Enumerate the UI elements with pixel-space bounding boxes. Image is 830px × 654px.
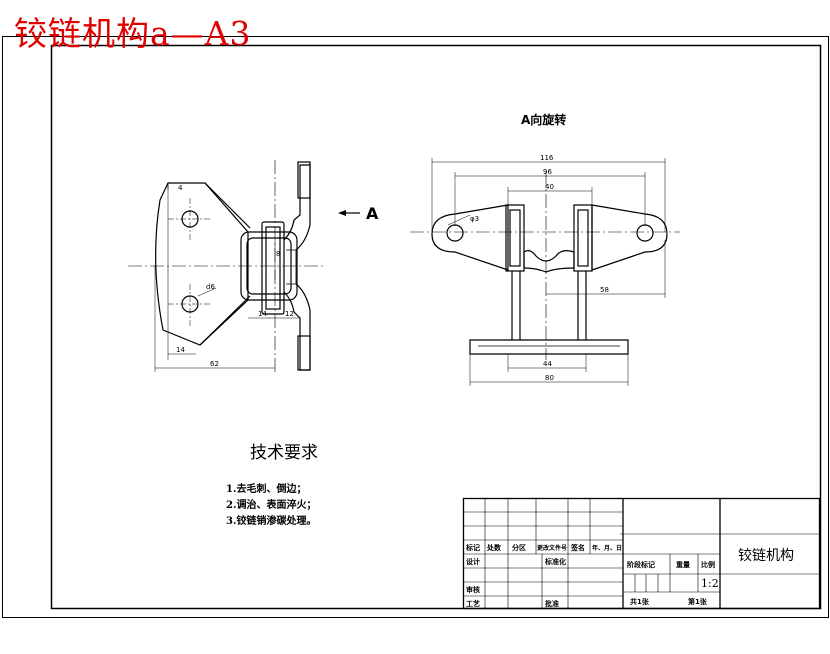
dim-96: 96 <box>543 168 552 176</box>
dim-8: 8 <box>276 250 280 258</box>
tb-count: 处数 <box>487 544 501 552</box>
tech-requirement-3: 3.铰链销渗碳处理。 <box>226 516 317 527</box>
dim-14-top: 14 <box>258 310 267 318</box>
dim-phi3: φ3 <box>470 215 479 223</box>
drawing-title: 铰链机构a—A3 <box>14 14 252 53</box>
tb-scale: 比例 <box>701 561 715 569</box>
tb-change-doc: 更改文件号 <box>537 545 568 552</box>
dim-116: 116 <box>540 154 554 162</box>
dim-40: 40 <box>545 183 554 191</box>
outer-border <box>2 36 829 618</box>
title-block <box>462 497 821 610</box>
tech-requirements-title: 技术要求 <box>250 443 318 463</box>
right-dimensions <box>431 158 666 386</box>
tb-sheets-total: 共1张 <box>630 598 649 606</box>
tb-standard: 标准化 <box>545 558 566 566</box>
dim-44: 44 <box>543 360 552 368</box>
view-title: A向旋转 <box>521 112 566 127</box>
dim-62: 62 <box>210 360 219 368</box>
tb-part-name: 铰链机构 <box>738 548 794 564</box>
tb-design: 设计 <box>466 558 480 566</box>
tb-approve: 批准 <box>545 600 559 608</box>
dim-80: 80 <box>545 374 554 382</box>
hinge-front-view <box>410 172 680 360</box>
tb-mark: 标记 <box>466 544 480 552</box>
tb-weight: 重量 <box>676 561 690 569</box>
dim-12: 12 <box>285 310 294 318</box>
tb-signature: 签名 <box>571 544 585 552</box>
tb-date: 年、月、日 <box>592 545 623 552</box>
tb-process: 工艺 <box>466 600 480 608</box>
view-arrow-label: A <box>366 204 379 223</box>
tb-scale-value: 1:2 <box>701 577 719 590</box>
view-arrowhead <box>338 210 346 216</box>
inner-frame <box>50 44 822 610</box>
hinge-side-view <box>128 160 325 372</box>
tech-requirement-1: 1.去毛刺、倒边； <box>226 484 307 495</box>
dim-d6: d6 <box>206 283 215 291</box>
tb-stage: 阶段标记 <box>627 561 655 569</box>
tb-sheet-no: 第1张 <box>688 598 707 606</box>
tb-review: 审核 <box>466 586 480 594</box>
dim-14-bottom: 14 <box>176 346 185 354</box>
left-dimensions <box>154 183 300 372</box>
tech-requirement-2: 2.调治、表面淬火； <box>226 500 317 511</box>
dim-58: 58 <box>600 286 609 294</box>
dim-4: 4 <box>178 184 183 192</box>
tb-zone: 分区 <box>512 544 526 552</box>
